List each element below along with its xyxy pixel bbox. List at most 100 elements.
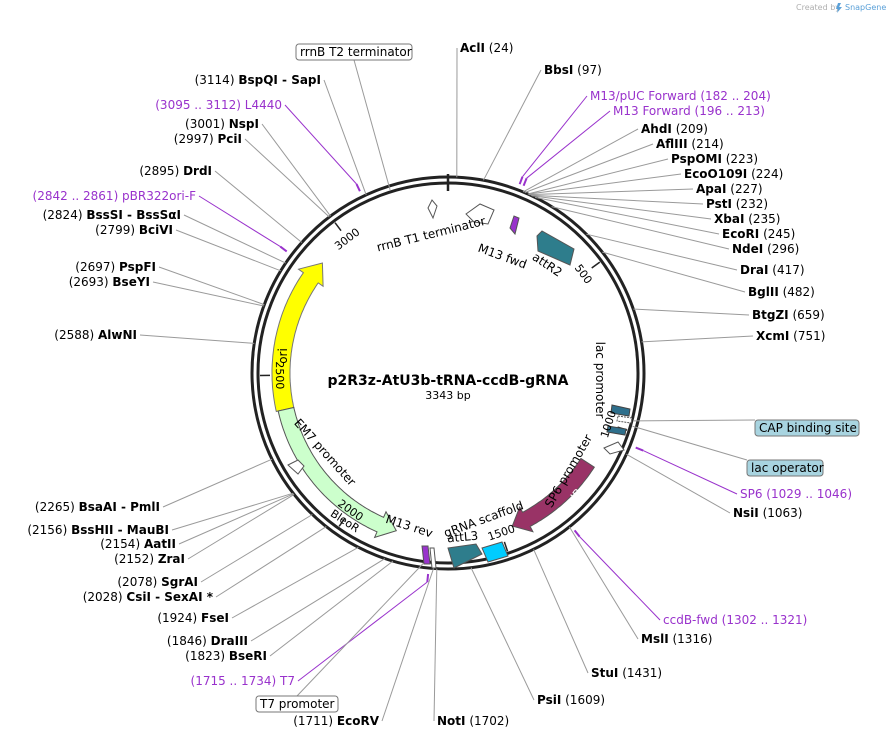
enzyme-label[interactable]: (2697) PspFI bbox=[75, 260, 156, 274]
enzyme-leader-line bbox=[200, 514, 313, 583]
enzyme-label[interactable]: NdeI (296) bbox=[732, 242, 799, 256]
enzyme-leader-line bbox=[602, 251, 746, 293]
m13-fwd-feature[interactable] bbox=[509, 215, 520, 236]
enzyme-label[interactable]: PspOMI (223) bbox=[671, 152, 758, 166]
enzyme-label[interactable]: NsiI (1063) bbox=[733, 506, 802, 520]
enzyme-position: (245) bbox=[759, 227, 795, 241]
enzyme-label[interactable]: (1823) BseRI bbox=[185, 649, 267, 663]
primer-label[interactable]: M13 Forward (196 .. 213) bbox=[613, 104, 765, 118]
enzyme-label[interactable]: (2799) BciVI bbox=[95, 223, 173, 237]
enzyme-name: PspOMI bbox=[671, 152, 722, 166]
enzyme-leader-line bbox=[586, 233, 738, 271]
enzyme-name: AflIII bbox=[656, 137, 688, 151]
enzyme-label[interactable]: (1924) FseI bbox=[157, 611, 229, 625]
lac-promoter-arrow bbox=[603, 441, 625, 455]
boxed-label-box[interactable] bbox=[754, 419, 860, 437]
boxed-label-text: lac operator bbox=[751, 461, 824, 475]
enzyme-position: (1316) bbox=[669, 632, 713, 646]
enzyme-label[interactable]: (1846) DraIII bbox=[167, 634, 248, 648]
enzyme-label[interactable]: MslI (1316) bbox=[641, 632, 712, 646]
enzyme-label[interactable]: (2588) AlwNI bbox=[54, 328, 137, 342]
boxed-label-box[interactable] bbox=[295, 43, 413, 61]
primer-label[interactable]: (1715 .. 1734) T7 bbox=[191, 674, 295, 688]
enzyme-label[interactable]: DraI (417) bbox=[740, 263, 805, 277]
enzyme-label[interactable]: ApaI (227) bbox=[696, 182, 763, 196]
enzyme-name: BciVI bbox=[139, 223, 173, 237]
enzyme-label[interactable]: NotI (1702) bbox=[437, 714, 509, 728]
primer-label[interactable]: (2842 .. 2861) pBR322ori-F bbox=[33, 189, 197, 203]
attr2-feature[interactable] bbox=[536, 230, 575, 266]
enzyme-label[interactable]: (2028) CsiI - SexAI * bbox=[83, 590, 214, 604]
enzyme-label[interactable]: BbsI (97) bbox=[544, 63, 602, 77]
attl3-feature[interactable] bbox=[447, 543, 483, 569]
enzyme-label[interactable]: (2154) AatII bbox=[100, 537, 176, 551]
enzyme-label[interactable]: AclI (24) bbox=[460, 41, 513, 55]
rrnb-t1-terminator-arrow bbox=[465, 203, 495, 225]
primer-leader-line bbox=[297, 581, 428, 682]
tick-mark bbox=[503, 541, 509, 552]
enzyme-label[interactable]: (2693) BseYI bbox=[69, 275, 150, 289]
tick-label: 2500 bbox=[273, 361, 286, 389]
enzyme-label[interactable]: (2156) BssHII - MauBI bbox=[27, 523, 169, 537]
enzyme-leader-line bbox=[530, 194, 704, 205]
enzyme-label[interactable]: BglII (482) bbox=[748, 285, 815, 299]
enzyme-position: (417) bbox=[768, 263, 804, 277]
primer-label[interactable]: SP6 (1029 .. 1046) bbox=[740, 487, 852, 501]
enzyme-name: MslI bbox=[641, 632, 669, 646]
boxed-label-box[interactable] bbox=[255, 695, 339, 713]
credit-text: Created by bbox=[796, 3, 840, 12]
enzyme-leader-line bbox=[214, 170, 303, 243]
enzyme-position: (2895) bbox=[139, 164, 183, 178]
primer-mark bbox=[635, 446, 644, 452]
enzyme-leader-line bbox=[269, 560, 394, 657]
primer-label[interactable]: M13/pUC Forward (182 .. 204) bbox=[590, 89, 771, 103]
enzyme-position: (227) bbox=[726, 182, 762, 196]
enzyme-label[interactable]: EcoO109I (224) bbox=[684, 167, 783, 181]
enzyme-label[interactable]: (2824) BssSI - BssSαI bbox=[43, 208, 181, 222]
grna-scaffold-feature[interactable] bbox=[481, 541, 509, 563]
enzyme-label[interactable]: AflIII (214) bbox=[656, 137, 724, 151]
enzyme-label[interactable]: (3114) BspQI - SapI bbox=[195, 73, 321, 87]
primer-leader-line bbox=[284, 104, 357, 185]
primer-label[interactable]: ccdB-fwd (1302 .. 1321) bbox=[663, 613, 807, 627]
ori-feature[interactable] bbox=[271, 262, 324, 413]
boxed-label-text: rrnB T2 terminator bbox=[300, 45, 412, 59]
enzyme-label[interactable]: PsiI (1609) bbox=[537, 693, 605, 707]
enzyme-label[interactable]: AhdI (209) bbox=[641, 122, 708, 136]
tick-label: 1500 bbox=[486, 522, 517, 543]
primer-label[interactable]: (3095 .. 3112) L4440 bbox=[155, 98, 282, 112]
enzyme-label[interactable]: (2997) PciI bbox=[174, 132, 242, 146]
enzyme-leader-line bbox=[215, 526, 327, 598]
enzyme-position: (1702) bbox=[466, 714, 510, 728]
enzyme-leader-line bbox=[524, 143, 654, 194]
enzyme-position: (223) bbox=[722, 152, 758, 166]
primer-leader-line bbox=[198, 195, 281, 248]
enzyme-name: NotI bbox=[437, 714, 466, 728]
enzyme-label[interactable]: XcmI (751) bbox=[756, 329, 825, 343]
enzyme-position: (2693) bbox=[69, 275, 113, 289]
lac-promoter-feature[interactable] bbox=[606, 404, 631, 436]
enzyme-label[interactable]: PstI (232) bbox=[706, 197, 768, 211]
ccdb-feature[interactable] bbox=[511, 457, 595, 533]
enzyme-leader-lines bbox=[139, 47, 754, 722]
enzyme-label[interactable]: StuI (1431) bbox=[591, 666, 662, 680]
rrnb-t1-terminator-label: rrnB T1 terminator bbox=[375, 214, 487, 255]
enzyme-label[interactable]: EcoRI (245) bbox=[722, 227, 795, 241]
primer-leader-line bbox=[579, 536, 661, 621]
m13-rev-feature[interactable] bbox=[421, 545, 431, 565]
enzyme-position: (224) bbox=[747, 167, 783, 181]
enzyme-leader-line bbox=[250, 558, 386, 642]
enzyme-label[interactable]: (3001) NspI bbox=[185, 117, 259, 131]
enzyme-name: NdeI bbox=[732, 242, 763, 256]
enzyme-name: BbsI bbox=[544, 63, 573, 77]
enzyme-label[interactable]: (2895) DrdI bbox=[139, 164, 212, 178]
enzyme-label[interactable]: XbaI (235) bbox=[714, 212, 781, 226]
enzyme-label[interactable]: (1711) EcoRV bbox=[293, 714, 380, 728]
enzyme-label[interactable]: (2265) BsaAI - PmlI bbox=[35, 500, 160, 514]
enzyme-name: NspI bbox=[229, 117, 259, 131]
boxed-label-box[interactable] bbox=[746, 459, 824, 477]
enzyme-label[interactable]: (2078) SgrAI bbox=[117, 575, 198, 589]
enzyme-label[interactable]: (2152) ZraI bbox=[114, 552, 185, 566]
enzyme-label[interactable]: BtgZI (659) bbox=[752, 308, 825, 322]
enzyme-leader-line bbox=[381, 568, 434, 722]
